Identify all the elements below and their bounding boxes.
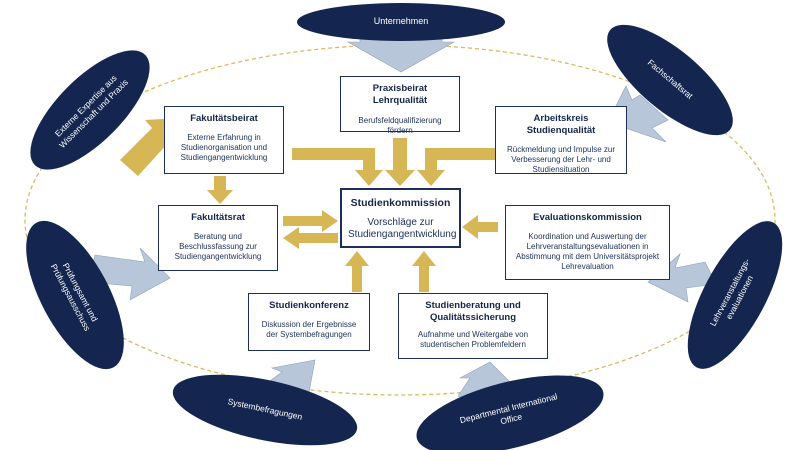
studienberatung-box: Studienberatung und Qualitätssicherung A…	[398, 293, 548, 359]
praxisbeirat-title: Praxisbeirat Lehrqualität	[372, 83, 428, 106]
praxisbeirat-box: Praxisbeirat Lehrqualität Berufsfeldqual…	[340, 76, 460, 135]
studienkonferenz-box: Studienkonferenz Diskussion der Ergebnis…	[248, 293, 370, 351]
arbeitskreis-title: Arbeitskreis Studienqualität	[526, 113, 596, 136]
systembefragungen-ellipse	[172, 374, 358, 446]
praxisbeirat-to-center-arrow	[385, 138, 415, 186]
pruefungsamt-ellipse	[26, 220, 124, 370]
fakultaetsrat-title: Fakultätsrat	[191, 212, 245, 223]
studienberatung-title: Studienberatung und Qualitätssicherung	[425, 300, 521, 323]
studienkommission-box: Studienkommission Vorschläge zur Studien…	[340, 188, 461, 248]
studienberatung-to-center-arrow	[412, 251, 436, 292]
studienkommission-title: Studienkommission	[350, 197, 451, 209]
fakultaetsrat-text: Beratung und Beschlussfassung zur Studie…	[174, 232, 262, 261]
studienkonferenz-title: Studienkonferenz	[269, 300, 349, 311]
arbeitskreis-to-center-arrow	[417, 148, 508, 186]
lehrevaluationen-ellipse	[687, 221, 783, 369]
externe-expertise-ellipse	[30, 50, 150, 170]
unternehmen-ellipse	[297, 3, 505, 41]
evaluationskommission-box: Evaluationskommission Koordination und A…	[505, 205, 670, 280]
arbeitskreis-box: Arbeitskreis Studienqualität Rückmeldung…	[495, 106, 627, 174]
evaluationskommission-to-center-arrow	[462, 215, 498, 239]
studienkonferenz-text: Diskussion der Ergebnisse der Systembefr…	[261, 320, 357, 339]
fakultaetsbeirat-box: Fakultätsbeirat Externe Erfahrung in Stu…	[164, 106, 284, 174]
studienberatung-text: Aufnahme und Weitergabe von studentische…	[417, 330, 529, 349]
studienkonferenz-to-center-arrow	[345, 251, 369, 292]
studienkommission-text: Vorschläge zur Studiengangentwicklung	[348, 217, 457, 240]
arbeitskreis-text: Rückmeldung und Impulse zur Verbesserung…	[506, 145, 616, 174]
evaluationskommission-text: Koordination und Auswertung der Lehrvera…	[515, 232, 660, 271]
fakultaetsrat-box: Fakultätsrat Beratung und Beschlussfassu…	[158, 205, 278, 271]
center-to-fakultaetsrat-arrow	[283, 227, 338, 249]
fakultaetsrat-to-center-arrow	[283, 210, 338, 232]
fachschaftsrat-arrow	[607, 85, 669, 143]
fakultaetsbeirat-to-center-arrow	[292, 148, 383, 186]
praxisbeirat-text: Berufsfeldqualifizierung fördern	[358, 116, 442, 135]
fachschaftsrat-ellipse	[607, 24, 733, 136]
fakultaetsbeirat-to-fakultaetsrat-arrow	[207, 176, 233, 204]
fakultaetsbeirat-text: Externe Erfahrung in Studienorganisation…	[180, 133, 268, 162]
unternehmen-label: Unternehmen	[373, 16, 429, 26]
evaluationskommission-title: Evaluationskommission	[533, 212, 642, 223]
fakultaetsbeirat-title: Fakultätsbeirat	[190, 113, 258, 124]
departmental-office-ellipse	[416, 375, 604, 450]
